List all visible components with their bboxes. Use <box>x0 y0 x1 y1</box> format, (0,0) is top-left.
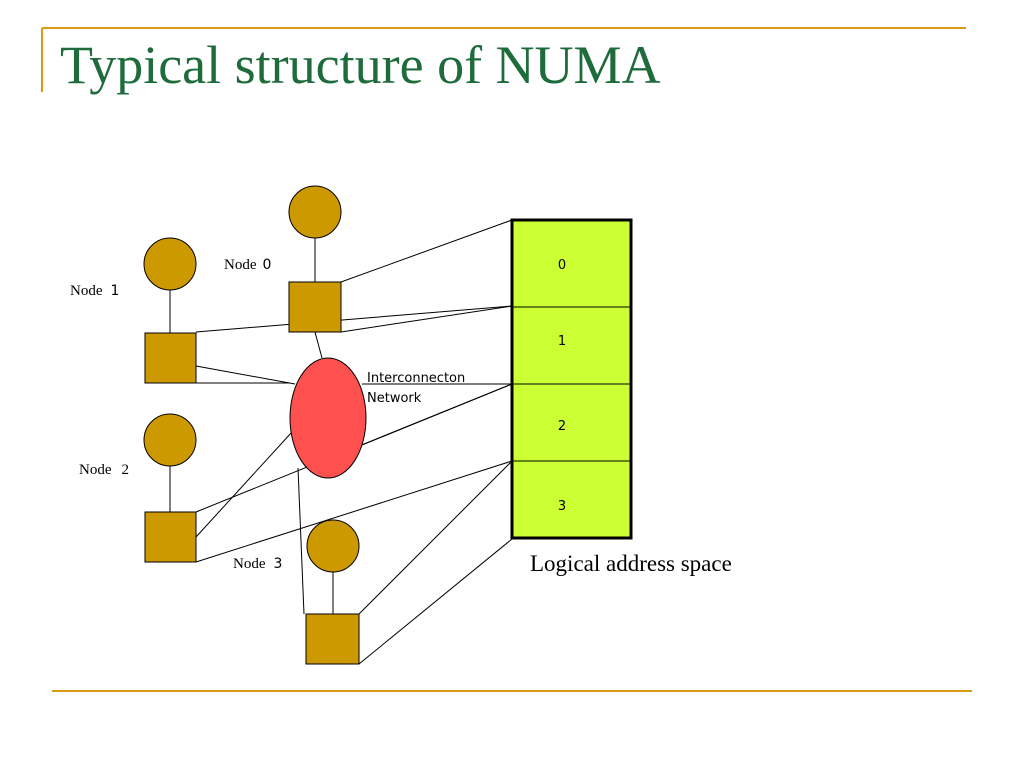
interconnection-network: Interconnecton Network <box>289 357 465 479</box>
address-segment-1: 1 <box>558 334 566 349</box>
slide-title: Typical structure of NUMA <box>60 35 661 95</box>
address-segment-3: 3 <box>558 499 566 514</box>
address-segment-0: 0 <box>558 258 566 273</box>
node-3-processor <box>305 613 360 665</box>
connector-lines <box>169 219 513 665</box>
address-space-caption: Logical address space <box>530 551 732 576</box>
network-ellipse <box>289 357 367 479</box>
node-2-processor <box>144 511 197 563</box>
node-3-memory <box>306 519 360 573</box>
node-0-memory <box>288 185 342 239</box>
network-label-line1: Interconnecton <box>367 371 465 386</box>
node-2-memory <box>143 413 197 467</box>
node-1-memory <box>143 237 197 291</box>
logical-address-space: 0 1 2 3 Logical address space <box>510 218 732 576</box>
address-segment-2: 2 <box>558 419 566 434</box>
node-1-processor <box>144 332 197 384</box>
network-label-line2: Network <box>367 391 422 406</box>
address-space-box <box>510 218 633 540</box>
node-0-processor <box>288 281 342 333</box>
